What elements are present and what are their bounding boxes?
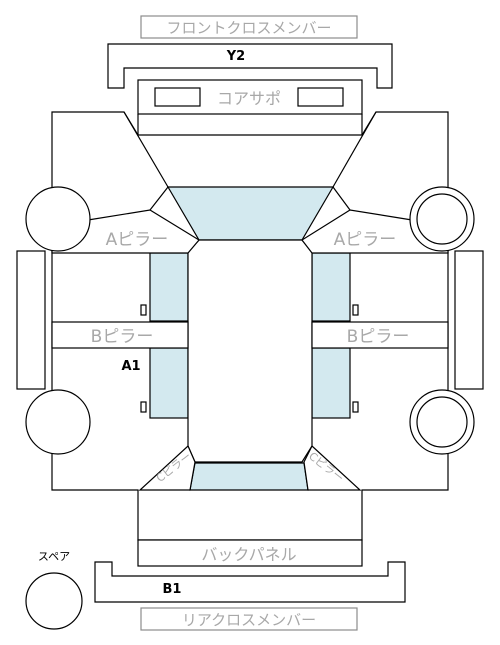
rear-marker-label: B1 (163, 582, 182, 597)
left-front-door-handle-icon (140, 304, 147, 316)
left-b-pillar[interactable] (51, 321, 189, 349)
right-rear-window[interactable] (311, 347, 351, 419)
left-rear-window[interactable] (149, 347, 189, 419)
back-panel-label: バックパネル (201, 545, 296, 564)
right-rear-door-handle-icon (352, 401, 359, 413)
rear-cross-member-label: リアクロスメンバー (182, 611, 316, 629)
spare-label: スペア (38, 550, 70, 563)
right-a-pillar-label: Aピラー (334, 230, 397, 250)
left-front-window[interactable] (149, 252, 189, 322)
core-support-left-slot (154, 87, 201, 107)
core-support-right-slot (297, 87, 344, 107)
left-b-pillar-label: Bピラー (91, 327, 154, 347)
back-panel[interactable] (137, 539, 363, 567)
rear-cross-member-box[interactable] (140, 607, 358, 631)
right-a-pillar-inner (332, 186, 351, 211)
front-bumper-bracket[interactable] (107, 43, 393, 89)
left-rear-door-handle-icon (140, 401, 147, 413)
left-side-marker-label: A1 (121, 359, 140, 374)
rear-window[interactable] (189, 462, 309, 491)
left-a-pillar-edge (123, 111, 169, 188)
right-rocker-panel[interactable] (454, 250, 484, 390)
rear-bumper-bracket[interactable] (94, 561, 406, 603)
right-front-window[interactable] (311, 252, 351, 322)
front-marker-label: Y2 (226, 49, 245, 64)
right-a-pillar-edge (332, 111, 377, 188)
left-a-pillar-label: Aピラー (106, 230, 169, 250)
right-b-pillar[interactable] (311, 321, 449, 349)
rear-left-wheel[interactable] (25, 389, 91, 455)
rear-right-wheel-rim (416, 396, 468, 448)
right-front-door-handle-icon (352, 304, 359, 316)
left-rocker-panel[interactable] (16, 250, 46, 390)
right-c-pillar[interactable] (303, 445, 362, 491)
roof-panel[interactable] (187, 239, 313, 463)
front-right-wheel-rim (416, 193, 468, 245)
core-support-label: コアサポ (217, 89, 281, 108)
left-c-pillar[interactable] (138, 444, 196, 491)
front-cross-member-label: フロントクロスメンバー (166, 19, 331, 37)
front-left-wheel[interactable] (25, 186, 91, 252)
spare-tire[interactable] (25, 572, 83, 630)
left-a-pillar-inner (149, 186, 169, 211)
front-cross-member-box[interactable] (140, 15, 358, 39)
right-b-pillar-label: Bピラー (347, 327, 410, 347)
